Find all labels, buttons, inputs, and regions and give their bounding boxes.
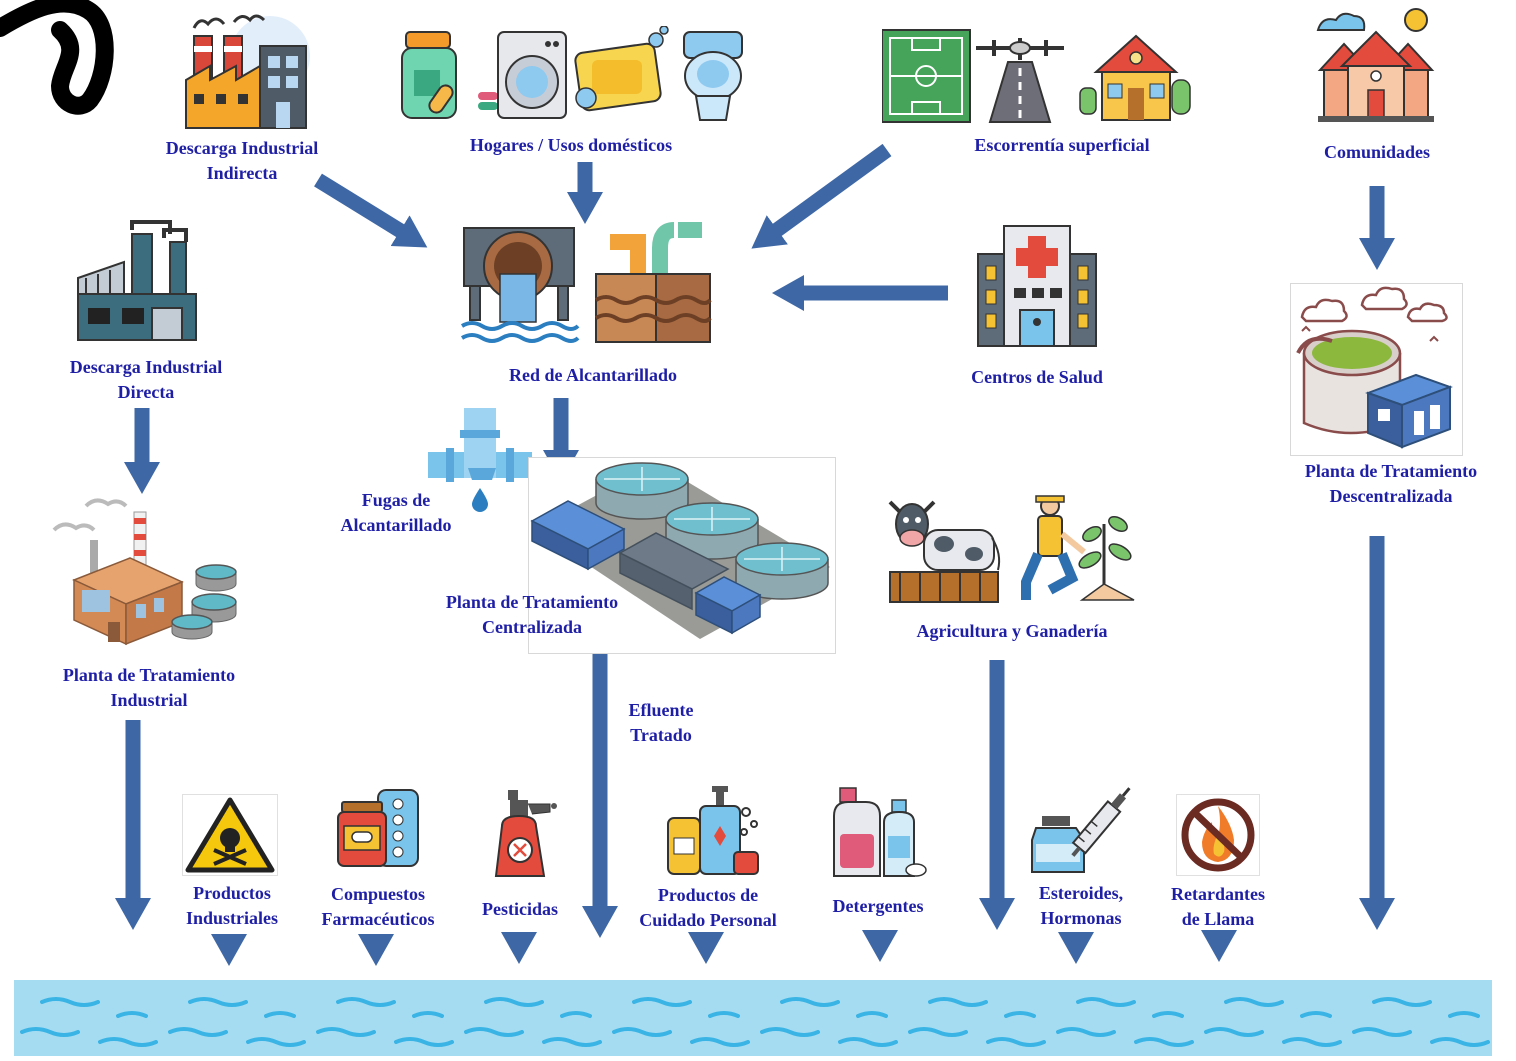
water-body bbox=[14, 980, 1492, 1056]
agriculture-icon bbox=[888, 495, 1135, 603]
arrow-escorrentia-red bbox=[751, 143, 892, 249]
cosmetics-icon bbox=[667, 786, 759, 875]
label-red-alcantarillado: Red de Alcantarillado bbox=[508, 365, 678, 385]
hazard-icon bbox=[182, 794, 278, 876]
treatment-plant-icon bbox=[528, 457, 836, 654]
treatment-plant-icon bbox=[1290, 283, 1463, 456]
spray-icon bbox=[494, 790, 557, 877]
label-esteroides: Esteroides,Hormonas bbox=[1038, 883, 1124, 928]
no-fire-icon bbox=[1176, 794, 1260, 876]
label-agricultura: Agricultura y Ganadería bbox=[916, 621, 1108, 641]
arrow-indirecta-red bbox=[314, 173, 428, 248]
factory-icon bbox=[77, 220, 197, 341]
leak-icon bbox=[428, 408, 532, 512]
decorative-curve bbox=[0, 0, 114, 115]
water-body-icon bbox=[14, 980, 1492, 1056]
label-pesticidas: Pesticidas bbox=[482, 899, 558, 919]
runoff-icon bbox=[882, 29, 1191, 123]
household-icon bbox=[401, 26, 743, 121]
label-comunidades: Comunidades bbox=[1323, 142, 1431, 162]
medicine-icon bbox=[337, 789, 419, 867]
label-detergentes: Detergentes bbox=[832, 896, 924, 916]
detergent-icon bbox=[833, 787, 927, 877]
label-centros-salud: Centros de Salud bbox=[971, 367, 1103, 387]
treatment-plant-icon bbox=[52, 498, 237, 646]
syringe-icon bbox=[1031, 787, 1131, 873]
community-icon bbox=[1316, 8, 1435, 122]
label-hogares: Hogares / Usos domésticos bbox=[469, 135, 673, 155]
sewer-icon bbox=[460, 222, 712, 343]
factory-icon bbox=[185, 14, 310, 129]
label-escorrentia: Escorrentía superficial bbox=[974, 135, 1150, 155]
hospital-icon bbox=[977, 225, 1097, 347]
